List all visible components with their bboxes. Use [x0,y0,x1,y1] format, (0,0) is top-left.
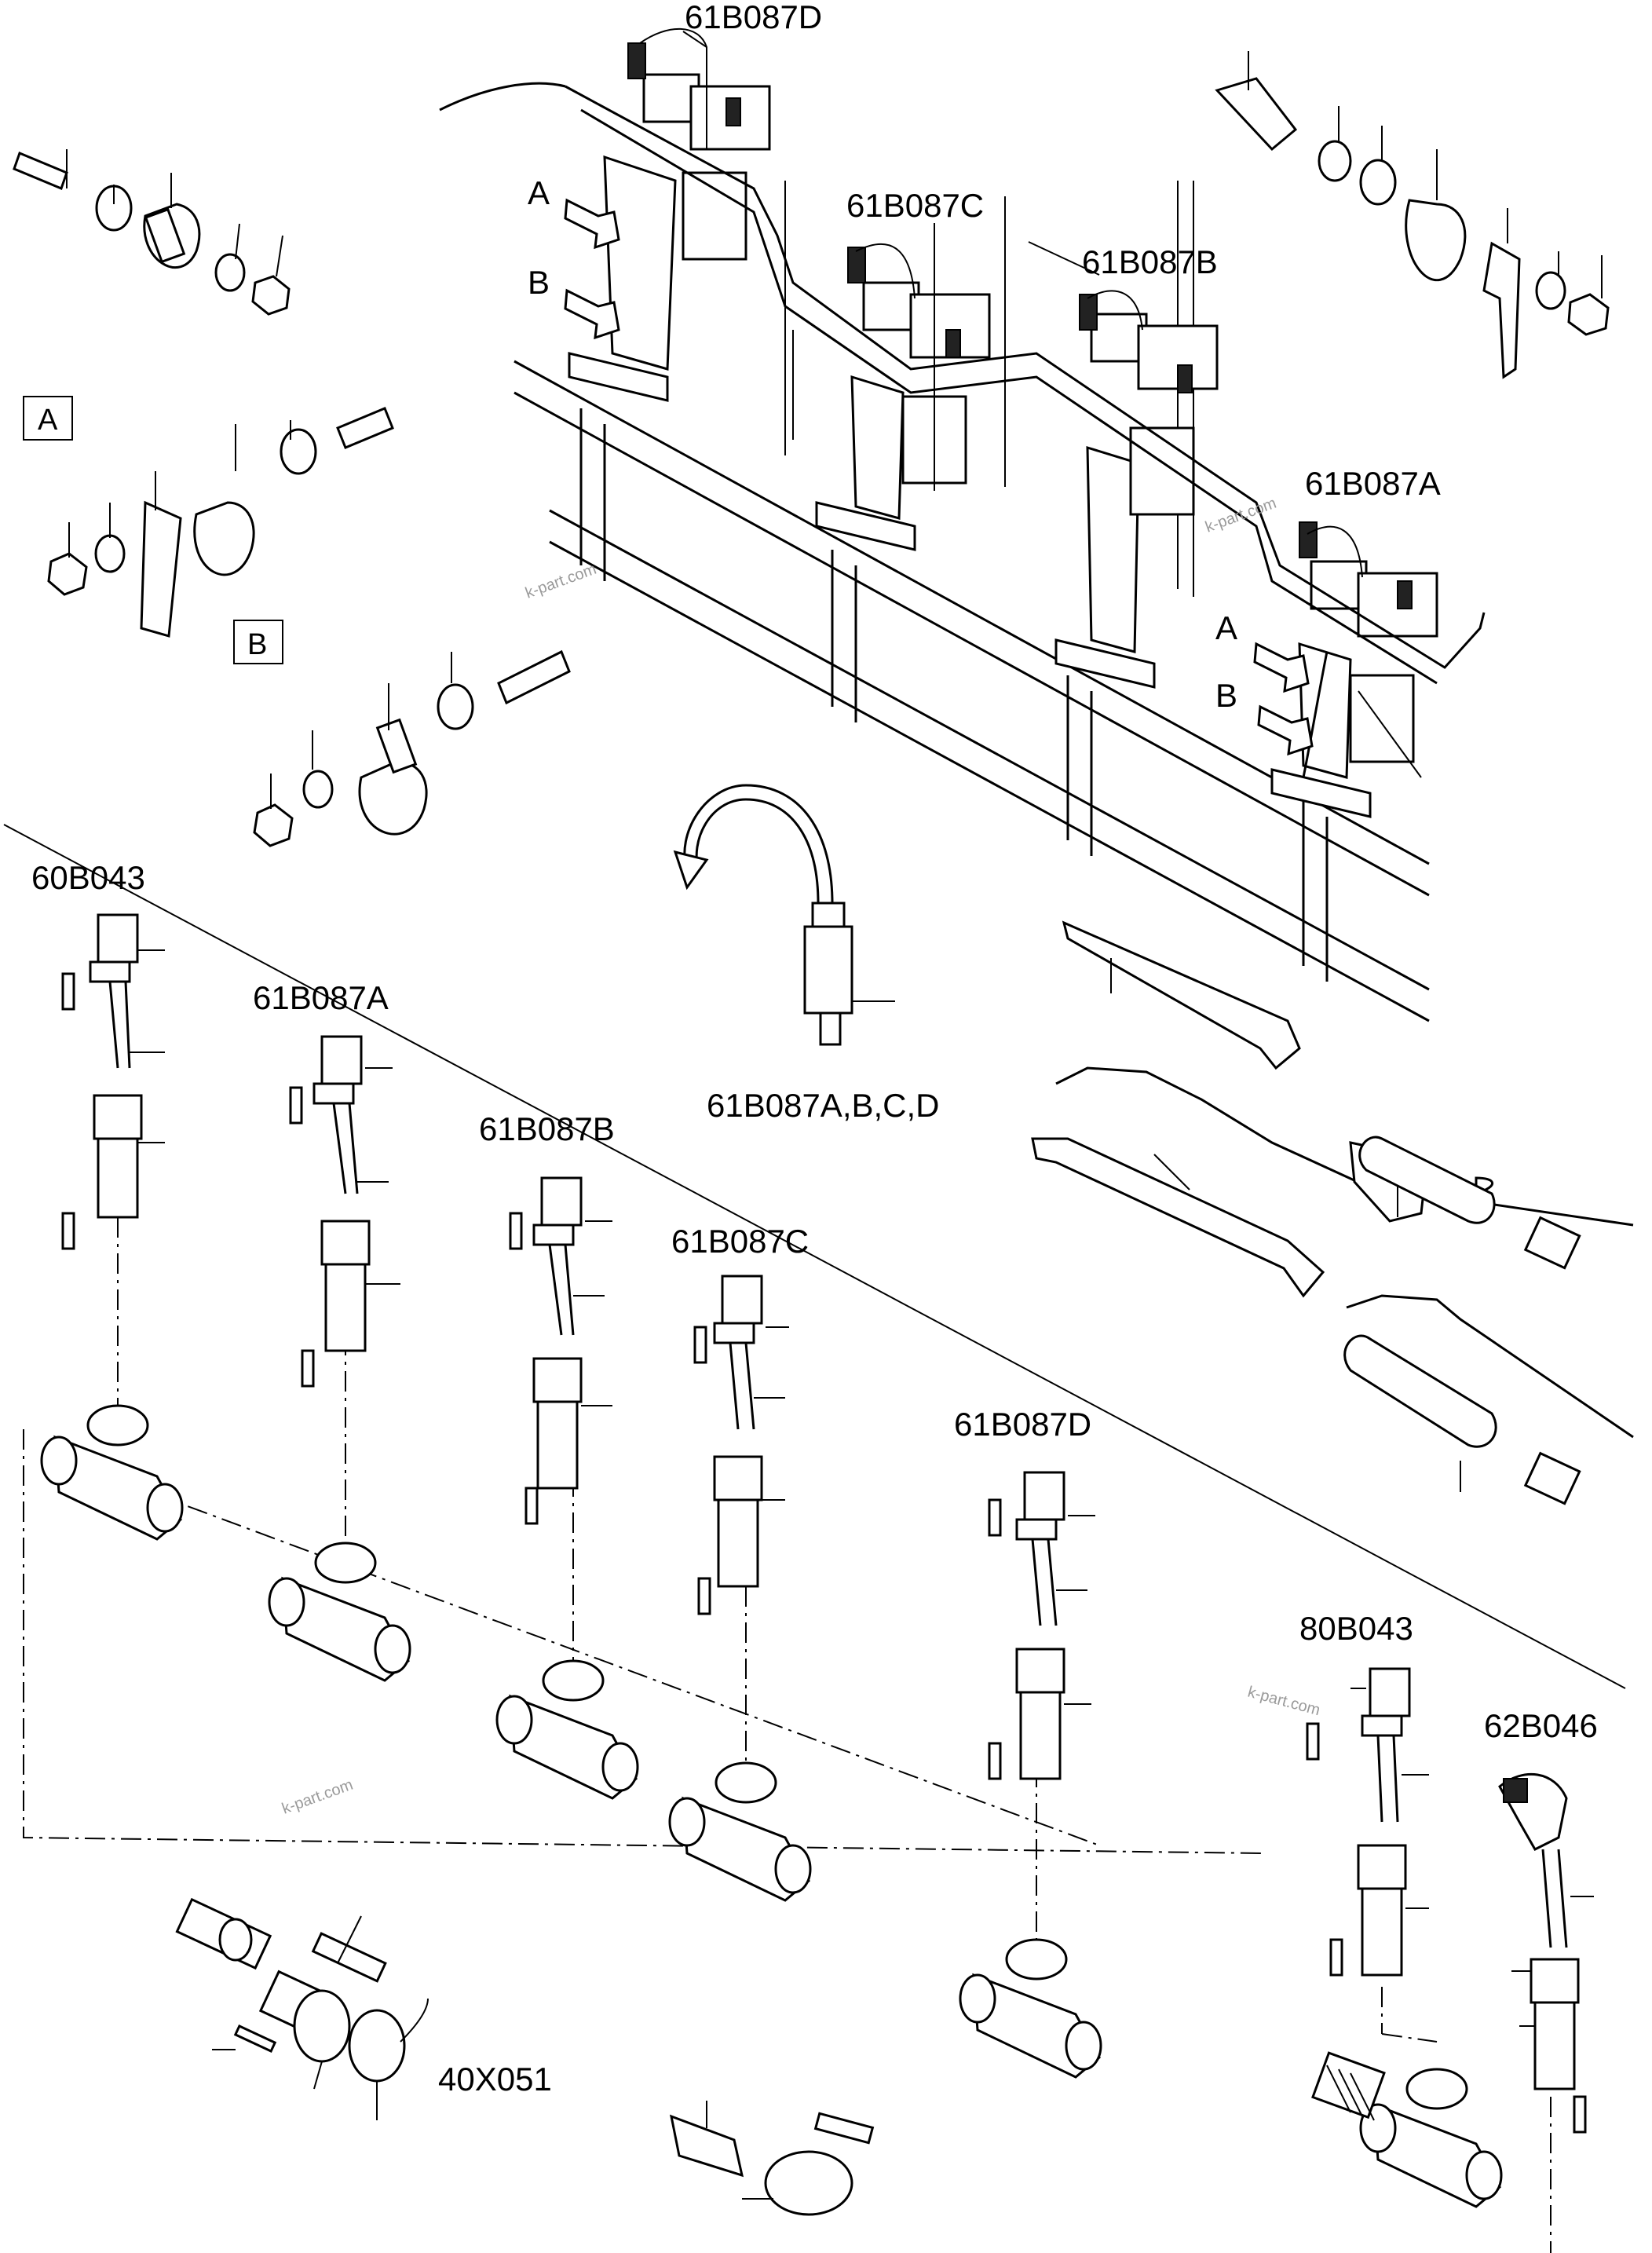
heat-shrink-sleeve [669,2101,744,2178]
connector-62b046 [1498,1773,1594,2253]
label-sensor-c: 61B087C [671,1223,809,1260]
watermark-1: k-part.com [523,561,598,602]
section-divider [3,824,1626,1689]
connector-60b043 [61,913,165,1250]
label-connector-60b043: 60B043 [31,859,145,896]
label-connector-80b043: 80B043 [1299,1610,1413,1647]
pressure-sensor [673,784,895,1046]
label-valve-b: 61B087B [1082,243,1218,280]
clamp-assembly-detail-a [47,407,394,638]
label-sensor-b: 61B087B [479,1110,615,1147]
valve-stand-c [815,375,916,551]
tee-fitting-5 [959,1938,1102,2079]
valve-stand-b [1054,445,1156,689]
cable-tie [742,2112,875,2216]
valve-block-b [1079,294,1219,516]
label-valve-d: 61B087D [685,0,822,35]
label-sensor-a: 61B087A [253,979,389,1016]
label-valve-c: 61B087C [846,187,984,224]
label-valve-a: 61B087A [1305,465,1441,502]
label-plug-40x051: 40X051 [438,2061,552,2098]
watermark-3: k-part.com [280,1776,355,1818]
watermark-4: k-part.com [1246,1684,1322,1720]
valve-stand-d [568,155,677,402]
clamp-assembly-top-left [13,149,291,316]
tee-fitting-6 [1359,2068,1503,2208]
mounting-bracket-1 [1062,920,1301,1070]
label-arrow-b-left: B [528,264,550,301]
hose-fitting-lower [1343,1294,1634,1505]
chassis-frame [514,181,1430,1022]
label-connector-62b046: 62B046 [1484,1707,1598,1744]
detail-a-box: A [23,396,73,441]
clamp-assembly-detail-b [253,649,571,847]
label-sensor-d: 61B087D [954,1406,1091,1443]
sensor-harness-d [988,1471,1095,1780]
plug-40x051 [175,1897,429,2120]
detail-b-box: B [233,620,283,664]
tee-fitting-2 [268,1542,411,1682]
sensor-harness-a [289,1035,400,1388]
hose-harness [439,27,1486,778]
label-arrow-b-right: B [1215,677,1237,714]
flow-arrow-b-right [1257,704,1314,756]
mounting-bracket-2 [1031,1137,1325,1298]
flow-arrow-a-left [564,198,620,250]
detail-a-label: A [38,404,58,437]
label-arrow-a-left: A [528,174,550,211]
tee-fitting-3 [495,1659,639,1800]
clamp-assembly-top-right [1215,51,1610,379]
label-arrow-a-right: A [1215,609,1237,646]
leader-lines-top [792,223,1422,778]
spring-coupling [1311,2051,1386,2121]
flow-arrow-a-right [1253,642,1310,693]
flow-arrow-b-left [564,288,620,340]
tee-chain-dash [23,1217,1265,1955]
connector-80b043 [1306,1667,1438,2043]
tee-fitting-1 [40,1404,184,1541]
detail-b-label: B [247,628,267,661]
sensor-harness-c [693,1275,789,1615]
tee-fitting-4 [668,1761,812,1902]
valve-block-d [627,42,771,261]
valve-block-a [1299,521,1438,763]
sensor-harness-b [509,1176,612,1525]
hose-fitting-upper [1055,1066,1634,1270]
label-sensor-group: 61B087A,B,C,D [707,1087,940,1124]
